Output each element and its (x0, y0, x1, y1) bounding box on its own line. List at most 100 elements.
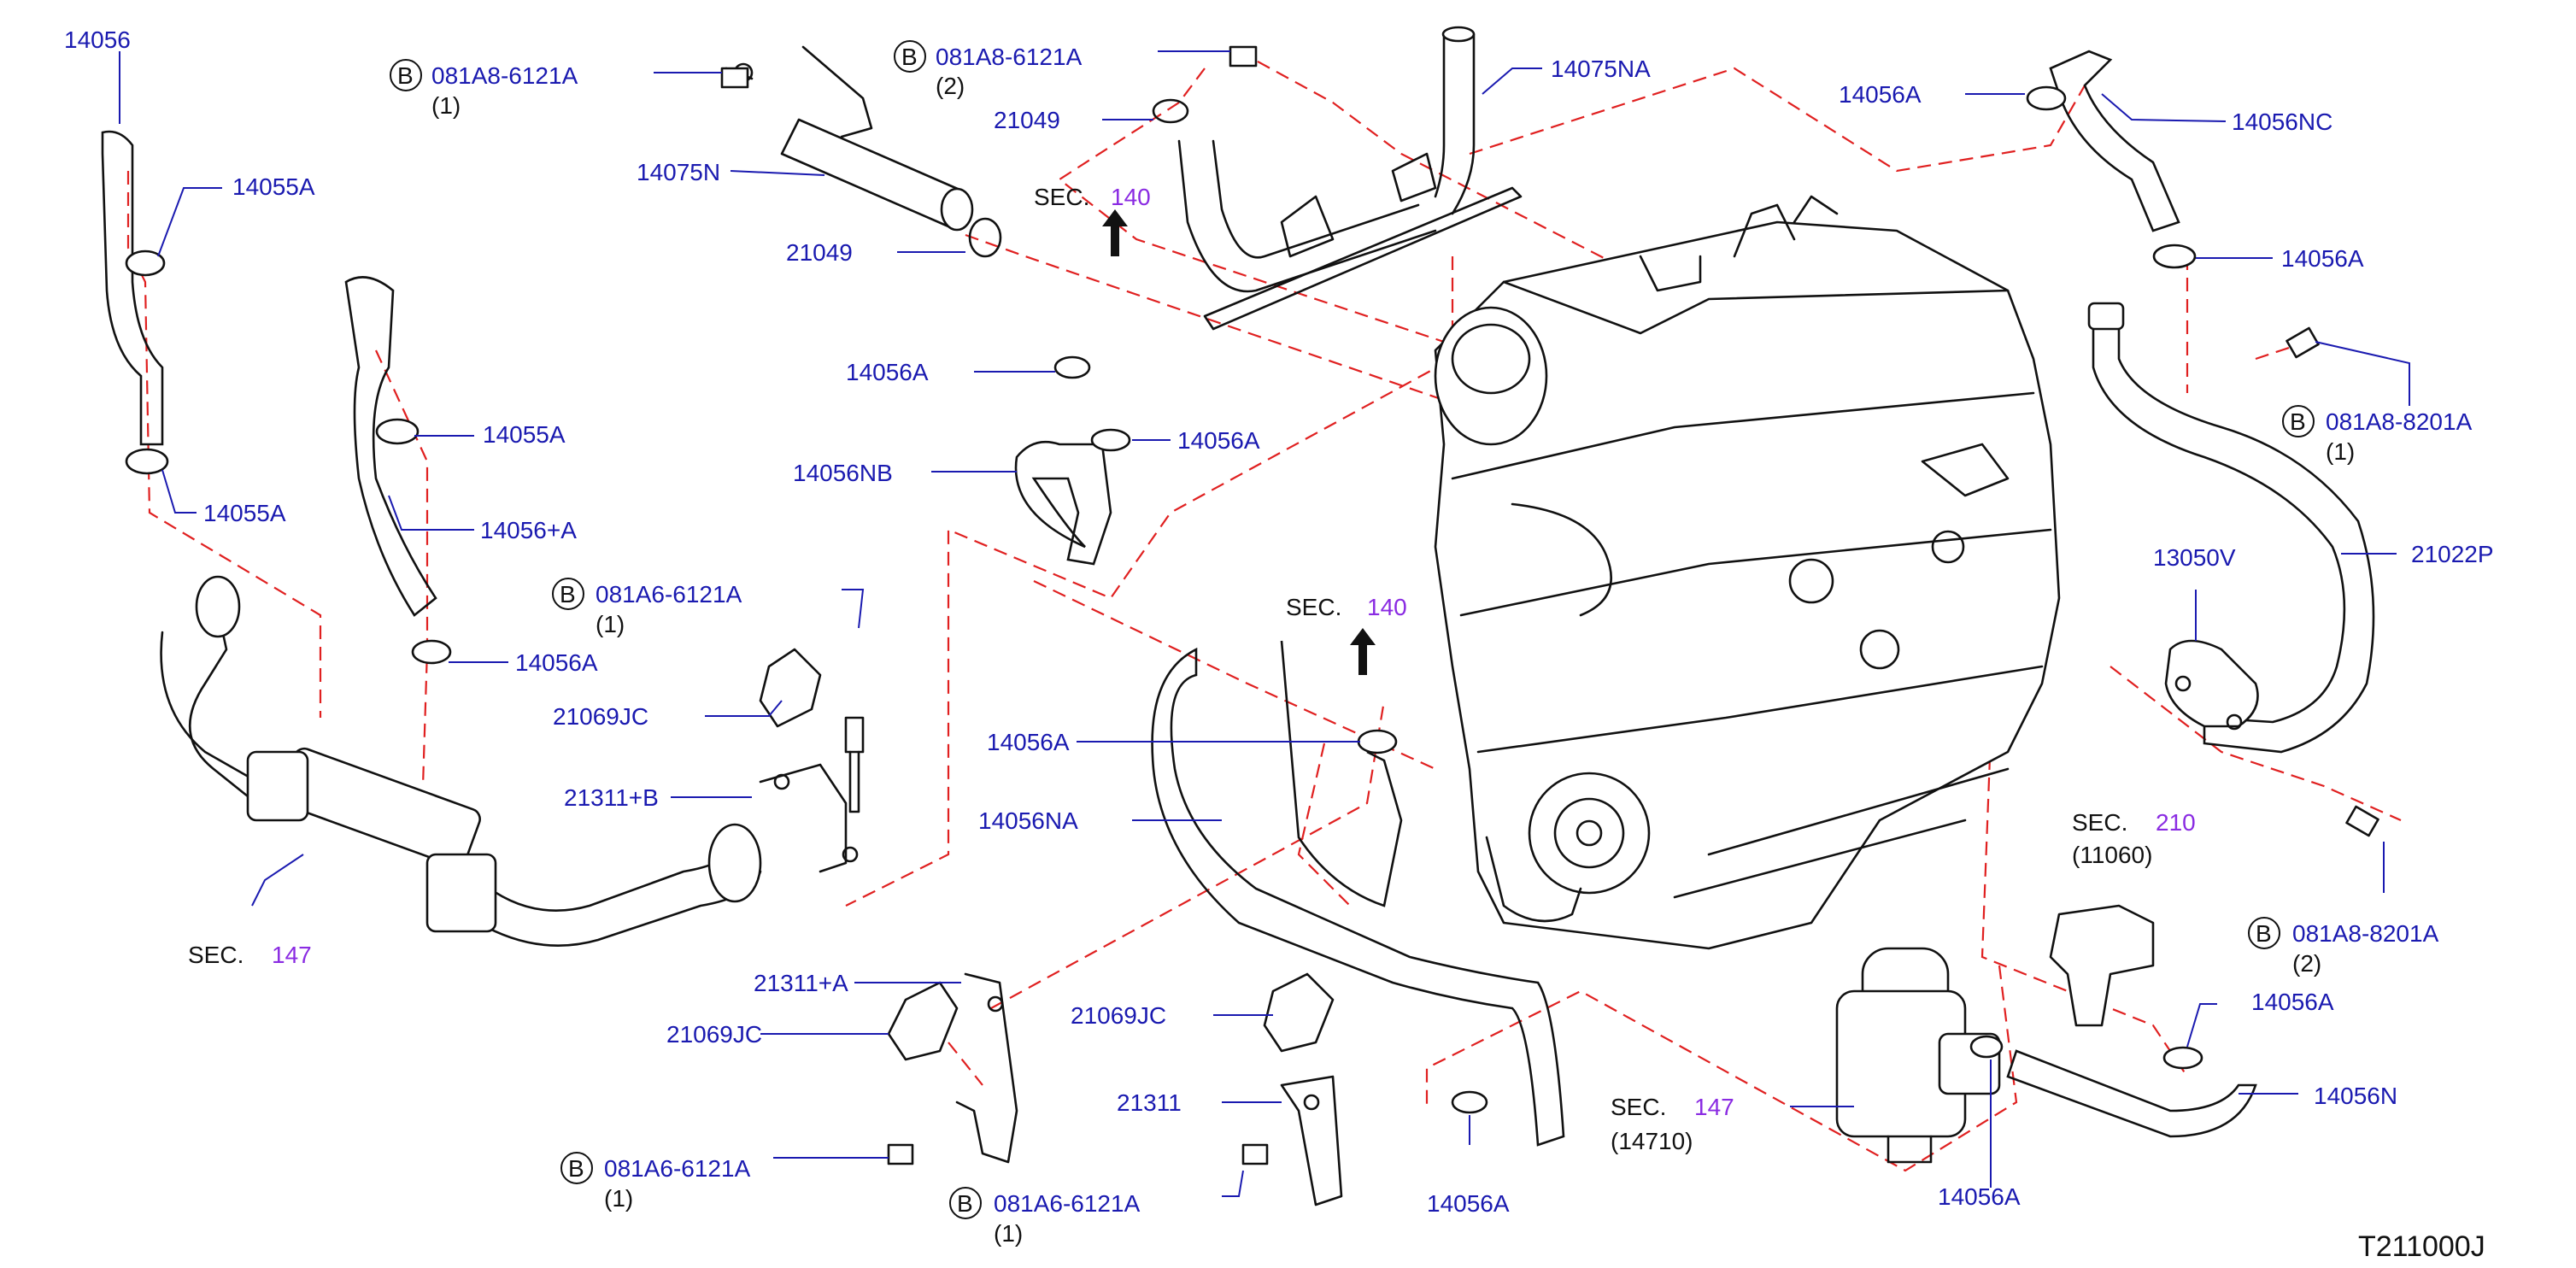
bracket-21311-plus-b (759, 763, 859, 873)
bracket-21311 (1280, 1075, 1343, 1206)
diagram-code: T211000J (2358, 1230, 2485, 1263)
clamp-14055A-upper (125, 249, 166, 277)
label-14075N: 14075N (637, 159, 720, 185)
label-21311-plus-b: 21311+B (564, 784, 659, 811)
hose-14056N (2006, 1049, 2257, 1138)
sec-label: SEC. (2072, 809, 2127, 836)
label-081A6-6121A-mid: 081A6-6121A (596, 581, 742, 608)
label-081A8-6121A-left: 081A8-6121A (431, 62, 578, 89)
label-13050V: 13050V (2153, 544, 2236, 571)
label-14056A-nb: 14056A (1177, 427, 1260, 454)
clamp-14056A-n (1969, 1035, 2004, 1059)
clip-21069JC-lower (887, 981, 959, 1061)
sec-number-147: 147 (1694, 1094, 1734, 1120)
sec-label: SEC. (1286, 594, 1341, 620)
qty-081A8-8201A-lower: (2) (2292, 950, 2321, 977)
bolt-marker-b: B (901, 44, 918, 70)
sec-label: SEC. (1034, 184, 1089, 210)
label-14056A-bottom: 14056A (1427, 1190, 1510, 1217)
ref-11060: (11060) (2072, 842, 2152, 868)
bolt-callout-081A8-6121A-top: B 081A8-6121A (2) (894, 40, 1083, 99)
pipe-21022P-fitting (2087, 302, 2125, 331)
bolts-various (720, 45, 2379, 1165)
hose-14056-plus-a (344, 276, 437, 617)
sec-147-callout-left: SEC. 147 (188, 942, 312, 968)
egr-cooler (160, 575, 762, 947)
sec-140-arrow-lower (1350, 628, 1376, 675)
sec-147-callout-right: SEC. 147 (14710) (1611, 1094, 1734, 1154)
sec-label: SEC. (1611, 1094, 1666, 1120)
hose-14056NC (2049, 50, 2180, 232)
hose-14056NA-branch (1280, 640, 1403, 907)
label-081A8-6121A-top: 081A8-6121A (936, 44, 1083, 70)
bolt-marker-b: B (957, 1190, 973, 1217)
label-21049-top: 21049 (994, 107, 1060, 133)
clamp-14056A-na2 (1451, 1090, 1488, 1114)
label-21311: 21311 (1117, 1089, 1182, 1116)
label-21311-plus-a: 21311+A (754, 970, 848, 996)
label-21049-left: 21049 (786, 239, 853, 266)
bolt-callout-081A6-6121A-lower-left: B 081A6-6121A (1) (560, 1152, 751, 1212)
label-14056NA: 14056NA (978, 807, 1078, 834)
qty-081A6-6121A-lower-left: (1) (604, 1185, 633, 1212)
label-14056NB: 14056NB (793, 460, 893, 486)
oring-21049-b (1152, 98, 1189, 124)
label-21069JC-upper: 21069JC (553, 703, 648, 730)
clamp-14055A-lower (125, 448, 169, 475)
clamp-14056A-n2 (2162, 1046, 2203, 1070)
hose-14056NA (1151, 647, 1565, 1147)
dashed-assembly-lines (126, 50, 2402, 1172)
clamp-14056A-mid (411, 639, 452, 665)
clip-21069JC-right (1263, 972, 1335, 1053)
ref-14710: (14710) (1611, 1128, 1693, 1154)
sec-number-210: 210 (2156, 809, 2196, 836)
sec-number-140: 140 (1111, 184, 1151, 210)
label-081A6-6121A-lower-mid: 081A6-6121A (994, 1190, 1141, 1217)
clamp-14056A-nb (1053, 355, 1091, 379)
clamp-14056A-nc2 (2152, 244, 2197, 269)
label-14055A-c: 14055A (203, 500, 286, 526)
pipe-14075NA (1177, 26, 1523, 331)
sec-number-140: 140 (1367, 594, 1407, 620)
label-081A6-6121A-lower-left: 081A6-6121A (604, 1155, 751, 1182)
bolt-callout-081A8-8201A-lower: B 081A8-8201A (2) (2248, 917, 2439, 977)
sec-label: SEC. (188, 942, 244, 968)
gasket-13050V (2164, 639, 2259, 728)
pipe-21022P (2092, 306, 2375, 754)
clamp-14056A-nc (2026, 85, 2067, 111)
label-14056-topleft: 14056 (64, 26, 131, 53)
qty-081A8-6121A-top: (2) (936, 73, 965, 99)
label-21069JC-right: 21069JC (1071, 1002, 1166, 1029)
label-14056A-n: 14056A (2251, 989, 2334, 1015)
label-14056A-nb-top: 14056A (846, 359, 929, 385)
qty-081A6-6121A-lower-mid: (1) (994, 1220, 1023, 1247)
label-21022P: 21022P (2411, 541, 2494, 567)
bolt-marker-b: B (568, 1155, 584, 1182)
sec-140-arrow-upper (1102, 209, 1128, 256)
clamp-14055A-mid (375, 418, 420, 445)
label-14056N: 14056N (2314, 1083, 2397, 1109)
part-drawings (101, 26, 2379, 1206)
bolt-marker-b: B (2290, 408, 2306, 435)
leader-lines (119, 50, 2410, 1197)
sec-140-callout-upper: SEC. 140 (1034, 184, 1151, 210)
bolt-callout-081A6-6121A-mid: B 081A6-6121A (1) (552, 578, 742, 637)
bolt-marker-b: B (560, 581, 576, 608)
bolt-upper-bracket (844, 716, 865, 813)
bolt-marker-b: B (2256, 920, 2272, 947)
bolt-callout-081A8-8201A-upper: B 081A8-8201A (1) (2282, 405, 2473, 465)
label-14055A-b: 14055A (483, 421, 566, 448)
label-14056A-center: 14056A (987, 729, 1070, 755)
sec-140-callout-lower: SEC. 140 (1286, 594, 1407, 620)
qty-081A8-6121A-left: (1) (431, 92, 461, 119)
clamp-14056A-na (1357, 729, 1398, 754)
label-081A8-8201A-upper: 081A8-8201A (2326, 408, 2473, 435)
hose-14056NB (1014, 440, 1112, 566)
sec-210-callout: SEC. 210 (11060) (2072, 809, 2196, 868)
label-14056A-top-right: 14056A (1839, 81, 1922, 108)
label-14056-plus-a: 14056+A (480, 517, 577, 543)
label-14075NA: 14075NA (1551, 56, 1651, 82)
oring-21049-a (968, 217, 1002, 258)
label-14056NC: 14056NC (2232, 109, 2332, 135)
sec-number-147: 147 (272, 942, 312, 968)
